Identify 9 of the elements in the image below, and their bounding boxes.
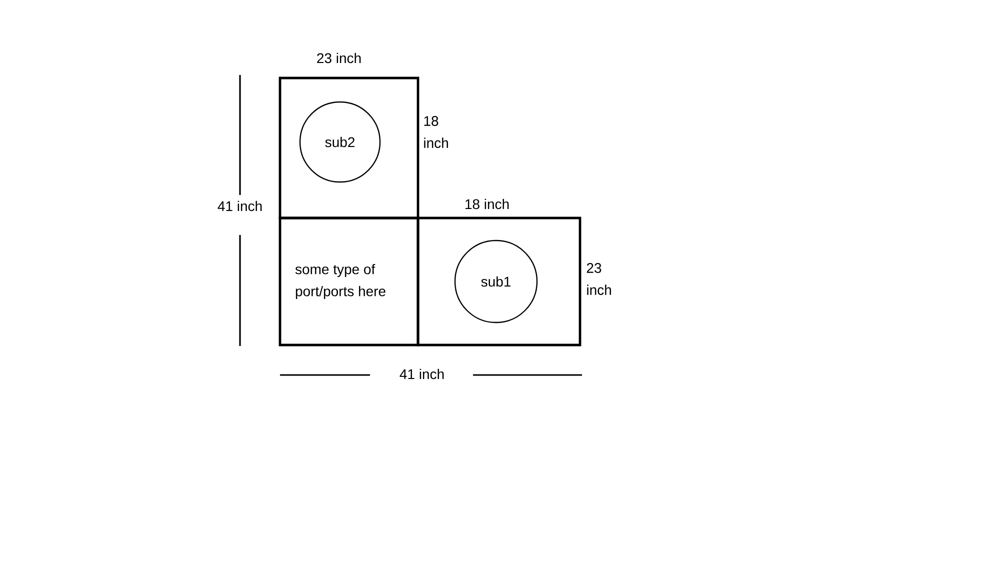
- port-box: some type of port/ports here: [278, 216, 420, 346]
- enclosure-box: [416, 216, 582, 346]
- dimension-label: 41 inch: [400, 368, 444, 380]
- dimension-label: 18 inch: [424, 116, 448, 148]
- dimension-label: 18 inch: [466, 198, 509, 210]
- dimension-label: 23 inch: [317, 52, 361, 64]
- enclosure-box: [278, 76, 420, 220]
- dimension-label: 41 inch: [218, 200, 262, 212]
- dimension-label: 23 inch: [586, 263, 611, 295]
